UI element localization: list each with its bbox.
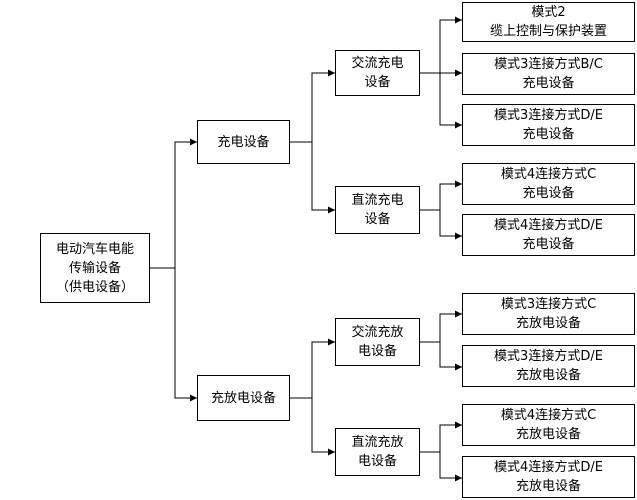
bidir-ac-leaf-2: 模式3连接方式D/E 充放电设备 bbox=[462, 345, 635, 387]
charge-ac-leaf-3-line-2: 充电设备 bbox=[522, 127, 575, 142]
charge-dc-leaf-2-line-1: 模式4连接方式D/E bbox=[494, 218, 603, 233]
bidir-ac-leaf-1-line-1: 模式3连接方式C bbox=[500, 297, 597, 312]
connector-charge-dc-leaf-2 bbox=[439, 210, 462, 240]
connector-charge-to-dc bbox=[311, 142, 335, 214]
charge-dc-label-line-2: 设备 bbox=[364, 212, 391, 227]
bidir-ac-node: 交流充放 电设备 bbox=[335, 318, 420, 366]
connector-bidir-ac-leaf-1 bbox=[439, 310, 462, 342]
bidir-dc-leaf-2: 模式4连接方式D/E 充放电设备 bbox=[462, 456, 635, 498]
charge-ac-leaf-1-line-2: 缆上控制与保护装置 bbox=[489, 24, 607, 39]
root-label-line-3: （供电设备） bbox=[55, 279, 134, 295]
bidir-dc-leaf-1-line-2: 充放电设备 bbox=[515, 427, 581, 442]
charge-ac-leaf-3: 模式3连接方式D/E 充电设备 bbox=[462, 104, 635, 146]
charge-dc-leaf-2-line-2: 充电设备 bbox=[522, 237, 575, 252]
charge-dc-leaf-1: 模式4连接方式C 充电设备 bbox=[462, 163, 635, 205]
bidir-dc-leaf-1: 模式4连接方式C 充放电设备 bbox=[462, 404, 635, 446]
bidir-ac-leaf-2-line-1: 模式3连接方式D/E bbox=[494, 349, 603, 364]
charge-ac-label-line-2: 设备 bbox=[364, 75, 391, 90]
bidir-ac-leaf-1: 模式3连接方式C 充放电设备 bbox=[462, 293, 635, 335]
bidir-node: 充放电设备 bbox=[197, 375, 290, 421]
connector-bidir-to-dc bbox=[311, 398, 335, 456]
charge-dc-leaf-2: 模式4连接方式D/E 充电设备 bbox=[462, 214, 635, 256]
charge-dc-leaf-1-line-2: 充电设备 bbox=[522, 186, 575, 201]
charge-dc-leaf-1-line-1: 模式4连接方式C bbox=[500, 167, 597, 182]
bidir-dc-label-line-1: 直流充放 bbox=[351, 435, 404, 450]
bidir-dc-node: 直流充放 电设备 bbox=[335, 428, 420, 476]
connector-charge-ac-leaf-1 bbox=[439, 16, 462, 73]
bidir-label: 充放电设备 bbox=[210, 390, 276, 406]
bidir-ac-leaf-1-line-2: 充放电设备 bbox=[515, 316, 581, 331]
connector-charge-ac-leaf-3 bbox=[439, 73, 462, 129]
connector-root-to-bidir bbox=[174, 268, 197, 402]
root-label-line-1: 电动汽车电能 bbox=[55, 241, 134, 257]
bidir-ac-label-line-1: 交流充放 bbox=[351, 325, 404, 340]
charge-ac-leaf-2-line-1: 模式3连接方式B/C bbox=[494, 57, 603, 72]
charge-ac-leaf-2: 模式3连接方式B/C 充电设备 bbox=[462, 53, 635, 95]
bidir-dc-leaf-2-line-2: 充放电设备 bbox=[515, 479, 581, 494]
bidir-dc-leaf-2-line-1: 模式4连接方式D/E bbox=[494, 460, 603, 475]
connector-bidir-dc-leaf-2 bbox=[439, 452, 462, 482]
charge-ac-label-line-1: 交流充电 bbox=[351, 56, 404, 71]
charge-ac-leaf-3-line-1: 模式3连接方式D/E bbox=[494, 108, 603, 123]
connector-bidir-ac-leaf-2 bbox=[439, 342, 462, 371]
bidir-ac-leaf-2-line-2: 充放电设备 bbox=[515, 368, 581, 383]
charge-ac-leaf-1-line-1: 模式2 bbox=[531, 5, 566, 20]
root-node: 电动汽车电能 传输设备 （供电设备） bbox=[40, 233, 150, 303]
charge-ac-leaf-2-line-2: 充电设备 bbox=[522, 76, 575, 91]
bidir-dc-leaf-1-line-1: 模式4连接方式C bbox=[500, 408, 597, 423]
charge-ac-leaf-1: 模式2 缆上控制与保护装置 bbox=[462, 2, 635, 42]
charge-ac-node: 交流充电 设备 bbox=[335, 50, 420, 96]
connector-charge-to-ac bbox=[311, 69, 335, 142]
bidir-ac-label-line-2: 电设备 bbox=[357, 344, 397, 359]
connector-charge-dc-leaf-1 bbox=[439, 180, 462, 210]
charge-dc-node: 直流充电 设备 bbox=[335, 186, 420, 234]
connector-bidir-dc-leaf-1 bbox=[439, 421, 462, 452]
connector-root-to-charge bbox=[174, 138, 197, 268]
bidir-dc-label-line-2: 电设备 bbox=[357, 454, 397, 469]
connector-bidir-to-ac bbox=[311, 338, 335, 398]
charge-label: 充电设备 bbox=[217, 134, 270, 150]
root-label-line-2: 传输设备 bbox=[68, 260, 121, 276]
charge-node: 充电设备 bbox=[197, 120, 290, 164]
charge-dc-label-line-1: 直流充电 bbox=[351, 193, 404, 208]
